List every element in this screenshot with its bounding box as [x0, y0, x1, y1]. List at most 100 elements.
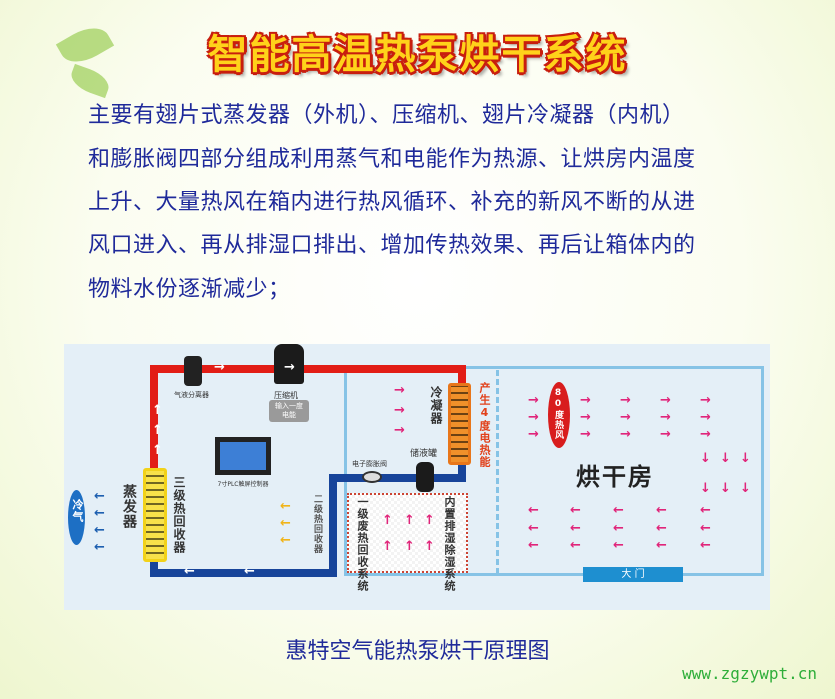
hot-air-arrow-icon: →: [580, 393, 591, 408]
door: 大 门: [583, 567, 683, 582]
cold-pipe: [329, 474, 337, 577]
cold-pipe-flow-icon: ←: [184, 564, 195, 579]
cold-pipe: [458, 464, 466, 480]
return-air-arrow-icon: ←: [570, 503, 581, 518]
description-line: 风口进入、再从排湿口排出、增加传热效果、再后让箱体内的: [88, 233, 696, 258]
hot-air-arrow-icon: →: [528, 410, 539, 425]
return-air-arrow-icon: ←: [656, 521, 667, 536]
hot-pipe: [150, 365, 466, 373]
liquid-tank-icon: [416, 462, 434, 492]
hot-air-arrow-icon: →: [700, 410, 711, 425]
return-air-arrow-icon: ←: [613, 538, 624, 553]
return-air-arrow-icon: ←: [656, 503, 667, 518]
description-line: 和膨胀阀四部分组成利用蒸气和电能作为热源、让烘房内温度: [88, 147, 696, 172]
diagram-caption: 惠特空气能热泵烘干原理图: [285, 639, 550, 664]
return-air-arrow-icon: ←: [700, 538, 711, 553]
separator-label: 气液分离器: [174, 391, 209, 399]
recovery2-label: 二级热回收器: [312, 494, 322, 554]
waste-heat-arrow-icon: ↑: [382, 539, 393, 554]
hot-air-arrow-icon: →: [528, 427, 539, 442]
waste-heat-label: 一级废热回收系统: [356, 496, 369, 592]
return-air-arrow-icon: ←: [528, 538, 539, 553]
hot-pipe-flow-icon: ↑: [152, 443, 163, 458]
condenser-airflow-arrow-icon: →: [394, 403, 405, 418]
separator-icon: [184, 356, 202, 386]
compressor-label: 压缩机: [274, 391, 298, 400]
heat-recovery-arrow-icon: ←: [280, 499, 291, 514]
compressor-icon: [274, 344, 304, 384]
hot-air-arrow-icon: →: [620, 427, 631, 442]
liquid-tank-label: 储液罐: [410, 449, 438, 459]
waste-heat-arrow-icon: ↑: [404, 513, 415, 528]
hot-air-arrow-icon: →: [528, 393, 539, 408]
hot-pipe: [150, 365, 158, 470]
hot-pipe-flow-icon: →: [284, 360, 295, 375]
room-wall: [344, 372, 347, 575]
room-divider: [496, 370, 499, 574]
page-title: 智能高温热泵烘干系统: [207, 32, 628, 78]
evaporator-coil: [143, 468, 167, 562]
hot-air-arrow-icon: →: [620, 393, 631, 408]
watermark: www.zgzywpt.cn: [682, 664, 817, 683]
power-input-badge: 输入一度电能: [269, 400, 309, 422]
waste-heat-arrow-icon: ↑: [424, 513, 435, 528]
room-wall: [761, 366, 764, 576]
description-line: 上升、大量热风在箱内进行热风循环、补充的新风不断的从进: [88, 190, 696, 215]
cold-pipe: [150, 554, 158, 577]
return-air-arrow-icon: ↓: [700, 451, 711, 466]
hot-air-arrow-icon: →: [580, 410, 591, 425]
return-air-arrow-icon: ←: [700, 503, 711, 518]
hot-air-oval: [548, 382, 570, 448]
return-air-arrow-icon: ←: [656, 538, 667, 553]
cold-pipe-flow-icon: ←: [244, 564, 255, 579]
return-air-arrow-icon: ←: [528, 521, 539, 536]
drying-room-label: 烘干房: [576, 463, 654, 491]
return-air-arrow-icon: ↓: [720, 481, 731, 496]
cold-air-label: 冷气: [71, 499, 84, 523]
condenser-airflow-arrow-icon: →: [394, 383, 405, 398]
room-wall: [344, 573, 764, 576]
heat-recovery-arrow-icon: ←: [280, 533, 291, 548]
cold-air-arrow-icon: ←: [94, 523, 105, 538]
plc-screen: [215, 437, 271, 475]
hot-air-arrow-icon: →: [660, 427, 671, 442]
return-air-arrow-icon: ↓: [720, 451, 731, 466]
expansion-valve-icon: [362, 471, 382, 483]
hot-pipe-flow-icon: ↑: [152, 403, 163, 418]
return-air-arrow-icon: ←: [700, 521, 711, 536]
heat-pump-diagram: 冷气 蒸发器 三级热回收器 气液分离器 压缩机 输入一度电能 7寸PLC触屏控制…: [64, 344, 770, 610]
hot-air-label: 80度热风: [553, 388, 563, 440]
cold-pipe: [150, 569, 337, 577]
waste-heat-arrow-icon: ↑: [404, 539, 415, 554]
dehumidify-label: 内置排湿除湿系统: [443, 496, 456, 592]
condenser-airflow-arrow-icon: →: [394, 423, 405, 438]
heat-energy-label: 产生4度电热能: [478, 382, 491, 468]
cold-air-arrow-icon: ←: [94, 506, 105, 521]
return-air-arrow-icon: ←: [613, 521, 624, 536]
cold-air-arrow-icon: ←: [94, 540, 105, 555]
description-line: 物料水份逐渐减少；: [88, 277, 291, 302]
cold-air-oval: [68, 490, 85, 545]
waste-heat-arrow-icon: ↑: [424, 539, 435, 554]
plc-label: 7寸PLC触屏控制器: [217, 481, 269, 488]
hot-pipe-flow-icon: ↑: [152, 423, 163, 438]
hot-air-arrow-icon: →: [660, 393, 671, 408]
expansion-valve-label: 电子膨胀阀: [352, 460, 387, 468]
cold-pipe: [329, 474, 466, 482]
hot-air-arrow-icon: →: [700, 393, 711, 408]
hot-pipe: [458, 365, 466, 385]
room-wall: [464, 366, 764, 369]
hot-air-arrow-icon: →: [580, 427, 591, 442]
return-air-arrow-icon: ←: [528, 503, 539, 518]
return-air-arrow-icon: ←: [570, 538, 581, 553]
hot-air-arrow-icon: →: [660, 410, 671, 425]
heat-recovery-arrow-icon: ←: [280, 516, 291, 531]
return-air-arrow-icon: ↓: [740, 451, 751, 466]
return-air-arrow-icon: ↓: [700, 481, 711, 496]
waste-heat-arrow-icon: ↑: [382, 513, 393, 528]
condenser-coil: [448, 383, 471, 465]
recovery3-label: 三级热回收器: [172, 476, 186, 554]
hot-pipe-flow-icon: →: [214, 360, 225, 375]
description-line: 主要有翅片式蒸发器（外机）、压缩机、翅片冷凝器（内机）: [88, 103, 685, 128]
evaporator-label: 蒸发器: [121, 484, 137, 529]
